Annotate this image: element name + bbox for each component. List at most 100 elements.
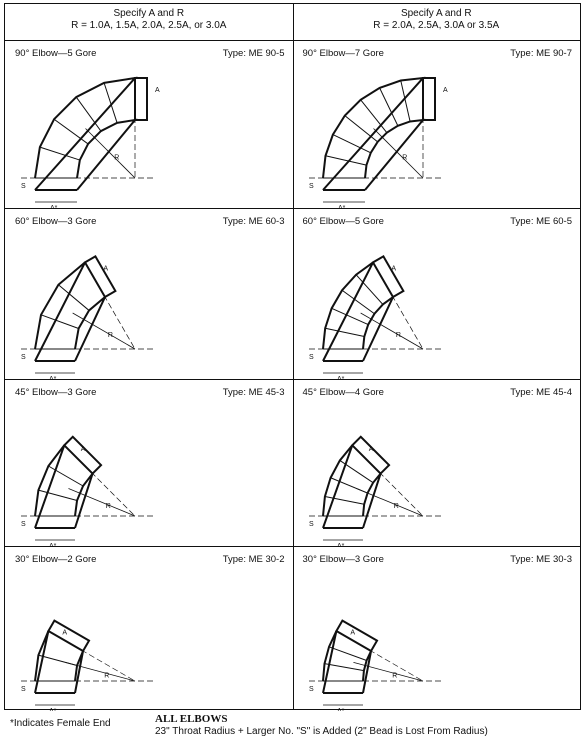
outer-wall bbox=[321, 630, 337, 694]
top-collar bbox=[134, 77, 148, 121]
elbow-type: Type: ME 45-3 bbox=[222, 387, 285, 398]
gore-seam bbox=[40, 314, 79, 329]
outer-wall bbox=[321, 261, 374, 362]
gore-seam bbox=[339, 460, 373, 484]
radius-arrow bbox=[68, 488, 136, 517]
gore-seam bbox=[341, 289, 375, 315]
header-right-line1: Specify A and R bbox=[400, 8, 472, 19]
elbow-type: Type: ME 60-3 bbox=[222, 216, 285, 227]
row-divider bbox=[5, 379, 580, 380]
a-dimension-label: A bbox=[81, 446, 86, 453]
inner-wall bbox=[363, 118, 425, 191]
elbow-drawing: RASA* bbox=[308, 619, 443, 711]
a-dimension-label: A bbox=[443, 87, 448, 94]
s-dimension-label: S bbox=[309, 686, 314, 693]
a-dimension-label: A bbox=[391, 265, 396, 272]
gore-seam bbox=[48, 465, 84, 487]
footnote: *Indicates Female End bbox=[10, 718, 111, 729]
elbow-type: Type: ME 45-4 bbox=[510, 387, 572, 398]
radius-label: R bbox=[393, 503, 398, 510]
elbow-outline bbox=[34, 435, 103, 529]
top-collar bbox=[62, 435, 103, 475]
elbow-title: 30° Elbow—3 Gore bbox=[302, 554, 384, 565]
elbow-drawing: RASA* bbox=[21, 255, 155, 379]
header-right: Specify A and R R = 2.0A, 2.5A, 3.0A or … bbox=[293, 4, 581, 40]
a-dimension-label: A bbox=[155, 87, 160, 94]
elbow-title: 90° Elbow—7 Gore bbox=[302, 48, 384, 59]
radius-arrow bbox=[359, 312, 423, 350]
centre-line bbox=[353, 640, 423, 682]
a-star-label: A* bbox=[50, 205, 58, 208]
gore-seam bbox=[75, 96, 102, 132]
row-divider bbox=[5, 546, 580, 547]
centre-line bbox=[365, 459, 423, 517]
gore-seam bbox=[58, 284, 90, 311]
elbow-drawing: RASA* bbox=[21, 619, 155, 711]
s-dimension-label: S bbox=[21, 354, 26, 361]
top-collar bbox=[350, 435, 390, 475]
gore-seam bbox=[38, 489, 78, 501]
elbow-title: 90° Elbow—5 Gore bbox=[15, 48, 97, 59]
gore-seam bbox=[330, 307, 368, 326]
centre-line bbox=[94, 279, 136, 350]
s-dimension-label: S bbox=[21, 521, 26, 528]
gore-seam bbox=[355, 274, 383, 305]
radius-arrow bbox=[355, 488, 423, 517]
gore-seam bbox=[324, 327, 364, 338]
inner-wall bbox=[74, 472, 94, 529]
gore-seam bbox=[399, 80, 411, 122]
elbow-drawing: RASA* bbox=[308, 76, 448, 208]
row-divider bbox=[5, 208, 580, 209]
elbow-outline bbox=[321, 435, 390, 529]
a-dimension-label: A bbox=[62, 630, 67, 637]
s-dimension-label: S bbox=[21, 686, 26, 693]
top-collar bbox=[334, 619, 378, 653]
header-left: Specify A and R R = 1.0A, 1.5A, 2.0A, 2.… bbox=[5, 4, 293, 40]
elbow-drawing: RASA* bbox=[21, 435, 155, 546]
a-star-label: A* bbox=[49, 376, 57, 379]
radius-arrow bbox=[372, 128, 423, 179]
gore-seam bbox=[324, 155, 367, 166]
inner-wall bbox=[361, 472, 382, 529]
footer-text: 23" Throat Radius + Larger No. "S" is Ad… bbox=[155, 726, 488, 737]
s-dimension-label: S bbox=[309, 354, 314, 361]
spec-sheet: Specify A and R R = 1.0A, 1.5A, 2.0A, 2.… bbox=[4, 3, 581, 711]
gore-seam bbox=[103, 82, 118, 123]
elbow-title: 60° Elbow—3 Gore bbox=[15, 216, 97, 227]
centre-line bbox=[78, 459, 136, 517]
a-dimension-label: A bbox=[103, 265, 108, 272]
elbow-title: 30° Elbow—2 Gore bbox=[15, 554, 97, 565]
top-collar bbox=[83, 255, 117, 299]
outer-wall bbox=[321, 76, 425, 191]
gore-seam bbox=[359, 99, 387, 133]
a-star-label: A* bbox=[337, 543, 345, 546]
gore-seam bbox=[53, 118, 89, 145]
elbow-drawing: RASA* bbox=[308, 255, 443, 379]
elbow-type: Type: ME 90-5 bbox=[222, 48, 285, 59]
s-dimension-label: S bbox=[309, 183, 314, 190]
radius-label: R bbox=[402, 154, 407, 161]
a-dimension-label: A bbox=[350, 630, 355, 637]
elbow-title: 60° Elbow—5 Gore bbox=[302, 216, 384, 227]
top-collar bbox=[47, 619, 91, 653]
radius-arrow bbox=[72, 312, 136, 350]
header-right-line2: R = 2.0A, 2.5A, 3.0A or 3.5A bbox=[373, 20, 500, 31]
gore-seam bbox=[323, 663, 364, 672]
gore-seam bbox=[332, 134, 371, 154]
elbow-type: Type: ME 90-7 bbox=[510, 48, 572, 59]
top-collar bbox=[371, 255, 405, 299]
column-divider bbox=[292, 4, 294, 709]
outer-wall bbox=[321, 444, 353, 529]
gore-seam bbox=[378, 87, 398, 126]
inner-wall bbox=[361, 650, 372, 694]
row-divider bbox=[5, 40, 580, 41]
radius-arrow bbox=[352, 661, 423, 682]
a-star-label: A* bbox=[337, 376, 345, 379]
header-left-line2: R = 1.0A, 1.5A, 2.0A, 2.5A, or 3.0A bbox=[71, 20, 227, 31]
inner-wall bbox=[76, 118, 138, 191]
